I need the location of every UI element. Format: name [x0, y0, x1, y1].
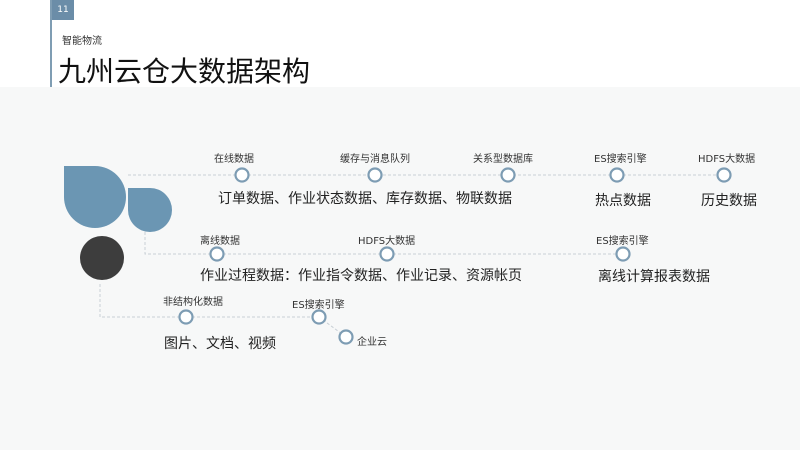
connector-row-2 — [144, 232, 623, 255]
node-online-data — [234, 167, 250, 183]
label-relational-db: 关系型数据库 — [473, 154, 533, 165]
desc-history-data: 历史数据 — [701, 193, 757, 209]
header-background — [0, 0, 800, 87]
label-es-3: ES搜索引擎 — [292, 300, 345, 311]
node-relational-db — [500, 167, 516, 183]
desc-offline-data: 作业过程数据：作业指令数据、作业记录、资源帐页 — [200, 268, 522, 284]
node-hdfs-1 — [716, 167, 732, 183]
node-es-1 — [609, 167, 625, 183]
label-es-1: ES搜索引擎 — [594, 154, 647, 165]
page-number: 11 — [52, 0, 74, 20]
label-offline-data: 离线数据 — [200, 236, 240, 247]
desc-online-data: 订单数据、作业状态数据、库存数据、物联数据 — [218, 191, 512, 207]
node-cache-mq — [367, 167, 383, 183]
label-hdfs-2: HDFS大数据 — [358, 236, 416, 247]
node-es-3 — [311, 309, 327, 325]
label-cache-mq: 缓存与消息队列 — [340, 154, 410, 165]
node-enterprise-cloud — [338, 329, 354, 345]
label-enterprise-cloud: 企业云 — [357, 337, 387, 348]
accent-bar — [50, 0, 52, 87]
label-hdfs-1: HDFS大数据 — [698, 154, 756, 165]
desc-offline-report: 离线计算报表数据 — [598, 269, 710, 285]
small-blue-petal-shape — [128, 188, 172, 232]
label-es-2: ES搜索引擎 — [596, 236, 649, 247]
node-es-2 — [615, 246, 631, 262]
connector-row-3 — [99, 284, 319, 318]
dark-petal-shape — [80, 236, 124, 280]
page-subtitle: 智能物流 — [62, 36, 102, 47]
page-title: 九州云仓大数据架构 — [58, 55, 311, 88]
desc-hot-data: 热点数据 — [595, 193, 651, 209]
desc-unstructured-data: 图片、文档、视频 — [164, 336, 276, 352]
node-offline-data — [209, 246, 225, 262]
node-hdfs-2 — [379, 246, 395, 262]
large-blue-petal-shape — [64, 166, 126, 228]
label-online-data: 在线数据 — [214, 154, 254, 165]
node-unstructured-data — [178, 309, 194, 325]
label-unstructured-data: 非结构化数据 — [163, 297, 223, 308]
